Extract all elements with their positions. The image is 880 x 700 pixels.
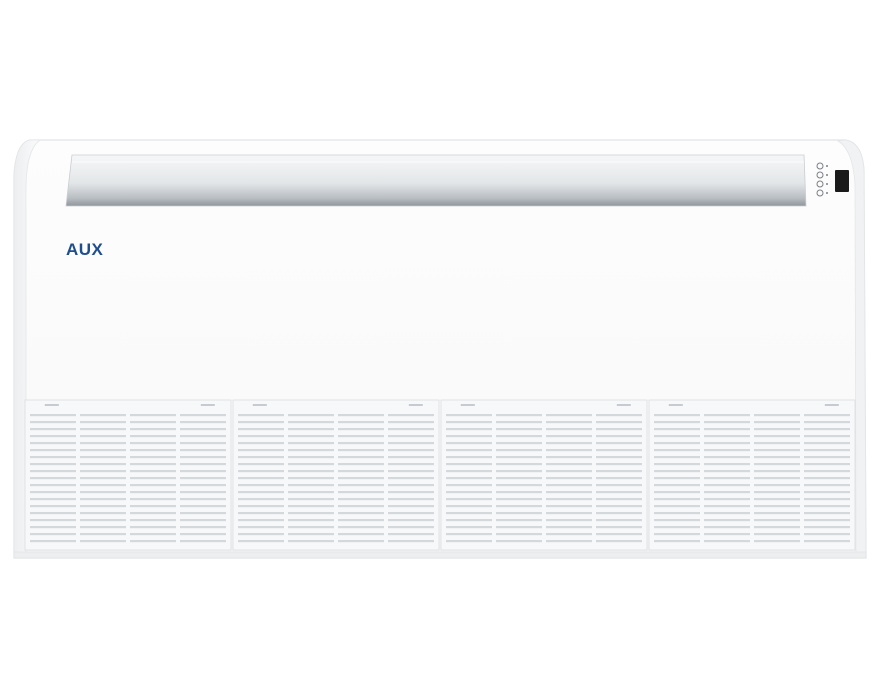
indicator-panel [816,162,828,197]
mode-indicator-icon [816,171,828,179]
grille-panel [440,399,648,551]
brand-logo: AUX [66,240,104,259]
intake-grille [24,399,856,551]
display-window [835,170,849,192]
run-indicator-icon [816,189,828,197]
grille-panel [232,399,440,551]
air-outlet-louver [65,154,807,207]
grille-panel [648,399,856,551]
base-edge [13,551,867,559]
left-side-panel [13,139,42,559]
grille-panel [24,399,232,551]
timer-indicator-icon [816,180,828,188]
power-indicator-icon [816,162,828,170]
